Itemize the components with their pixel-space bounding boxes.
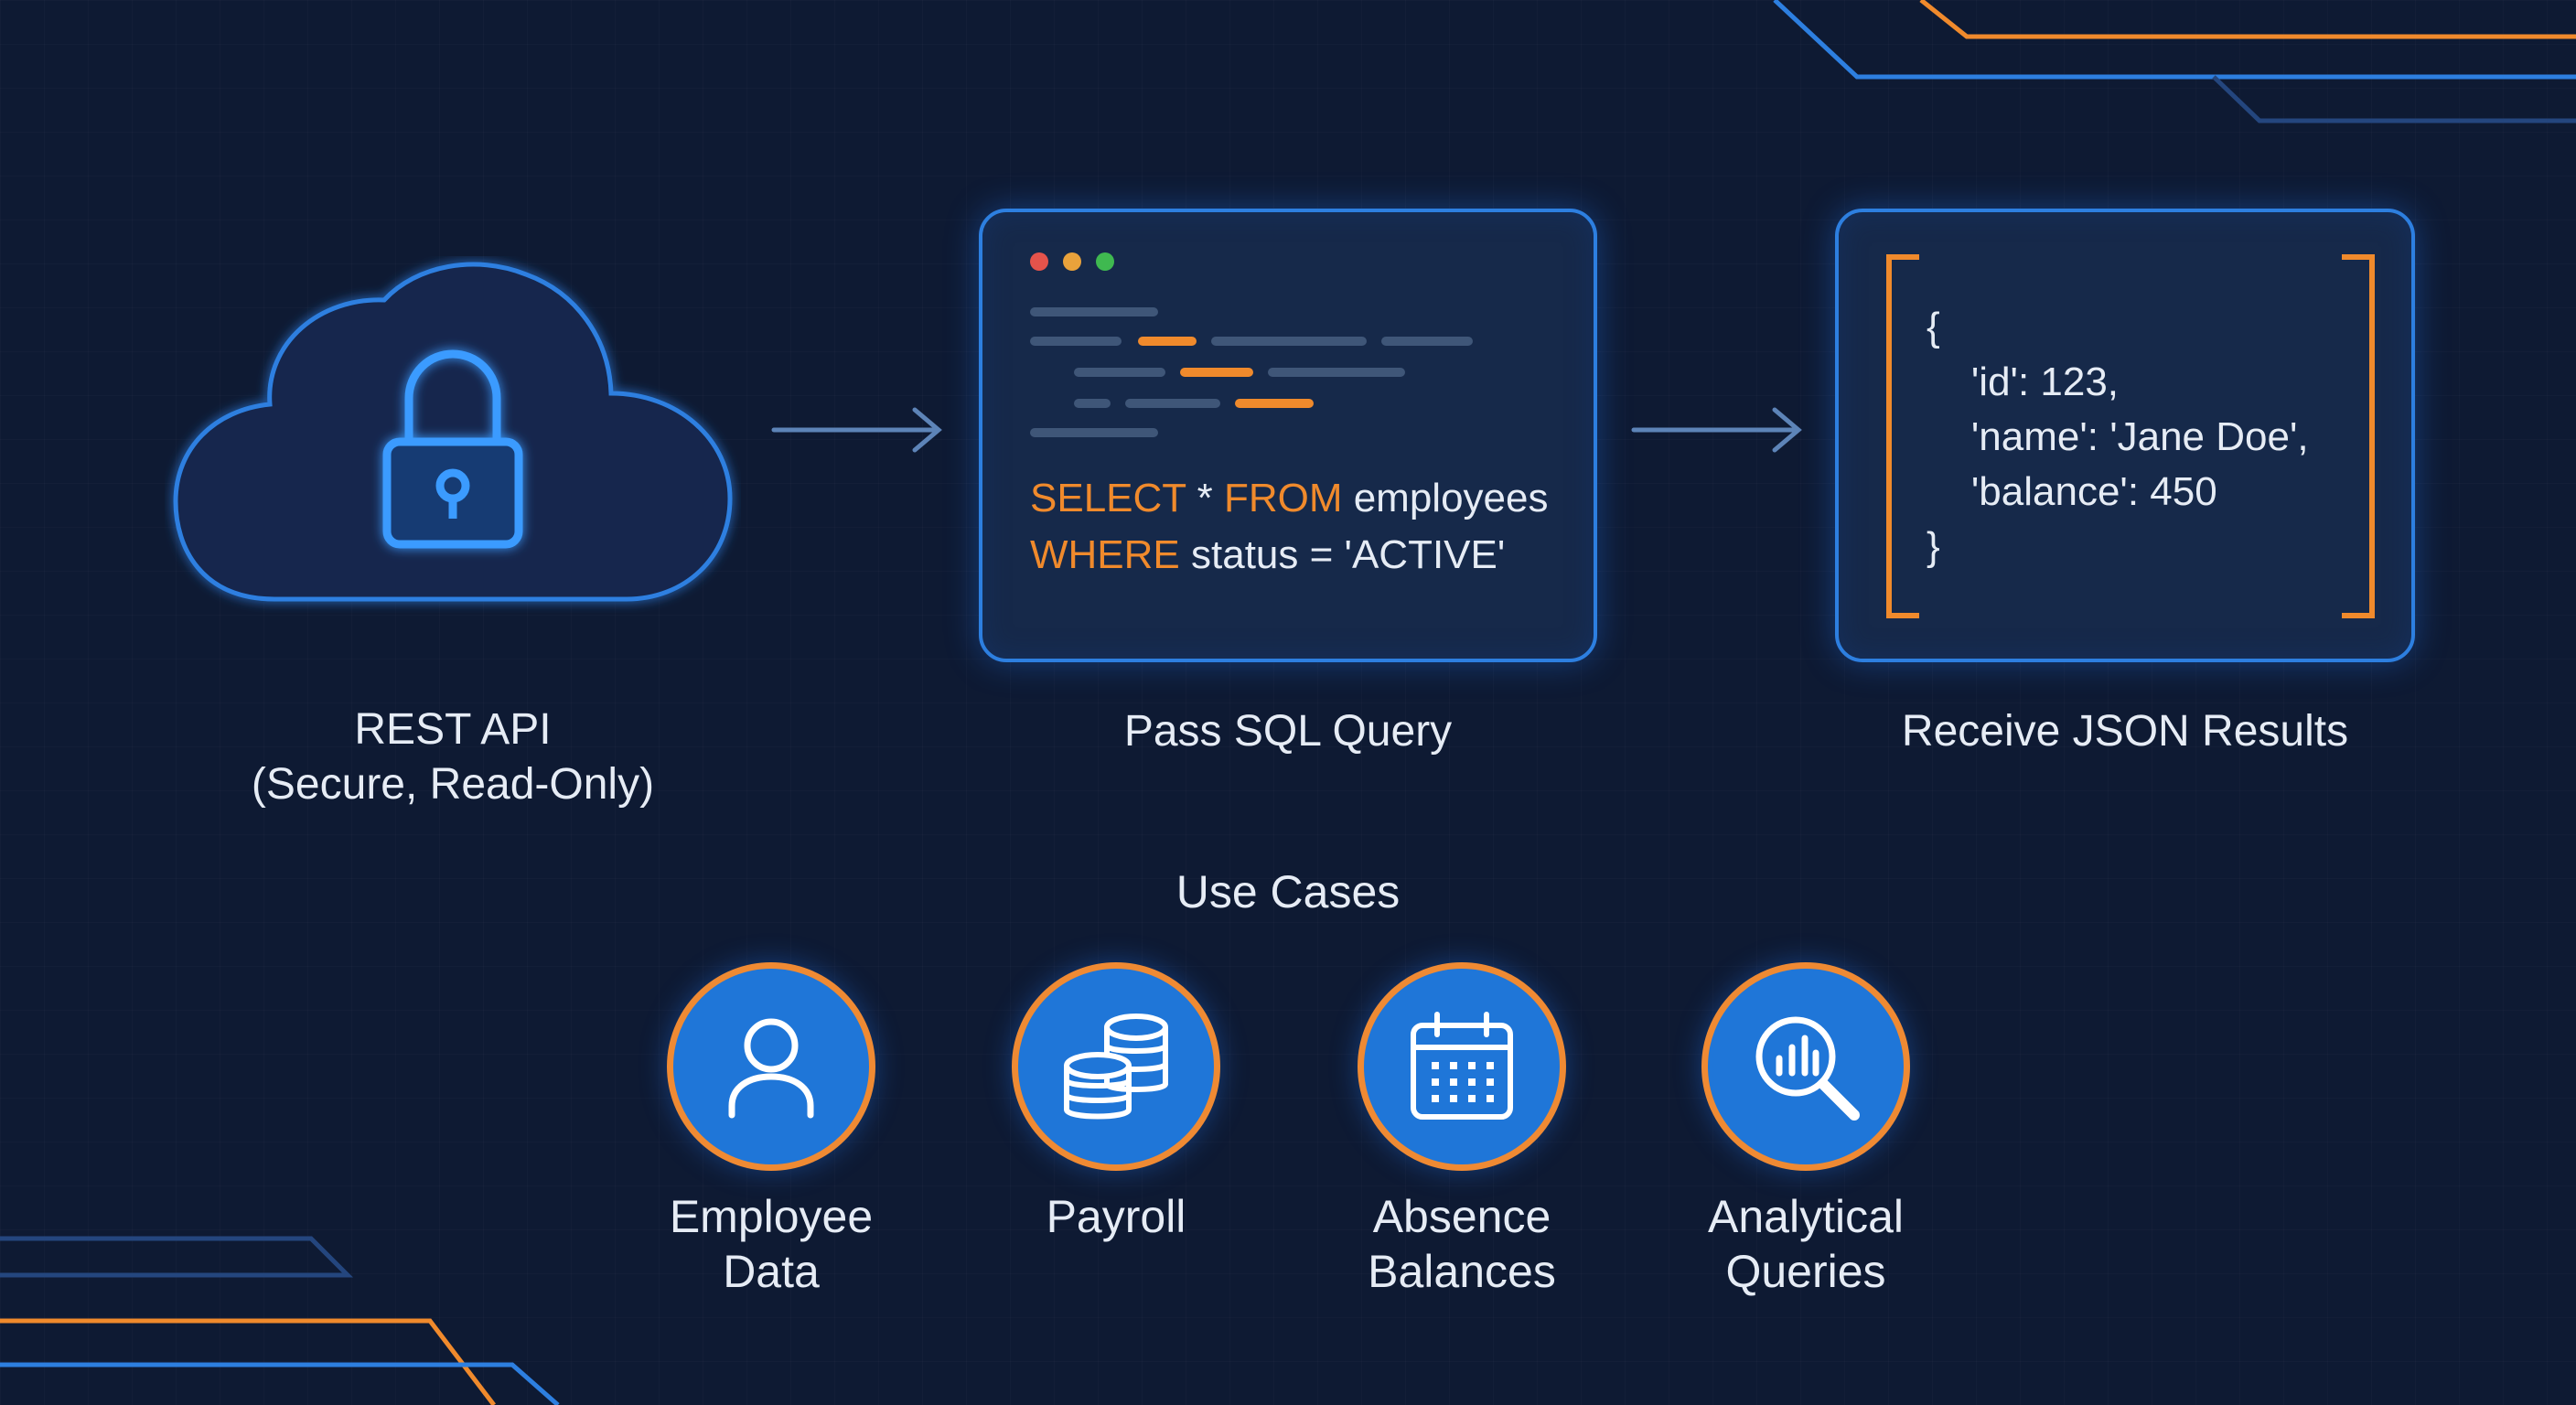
sql-keyword: WHERE xyxy=(1030,532,1180,577)
code-placeholder-line xyxy=(1074,368,1165,377)
top-right-blue-line xyxy=(1773,0,2576,80)
use-case-payroll: Payroll xyxy=(988,962,1244,1244)
right-bracket xyxy=(2342,254,2375,618)
json-result: { 'id': 123, 'name': 'Jane Doe', 'balanc… xyxy=(1927,305,2309,569)
rest-api-label: REST API xyxy=(354,705,552,754)
sql-line-2: WHERE status = 'ACTIVE' xyxy=(1030,527,1549,584)
code-placeholder-line xyxy=(1268,368,1405,377)
sql-text: status = 'ACTIVE' xyxy=(1179,532,1506,577)
sql-query: SELECT * FROM employees WHERE status = '… xyxy=(1030,470,1549,584)
cloud-lock-icon xyxy=(165,256,741,613)
code-placeholder-line xyxy=(1125,399,1220,408)
sql-text: employees xyxy=(1342,476,1549,520)
top-right-orange-line xyxy=(1919,0,2576,39)
code-placeholder-line xyxy=(1235,399,1314,408)
code-placeholder-line xyxy=(1180,368,1253,377)
code-window-icon: SELECT * FROM employees WHERE status = '… xyxy=(979,209,1597,662)
sql-text: * xyxy=(1186,476,1224,520)
use-case-circle xyxy=(1358,962,1566,1171)
use-case-analytical-queries: Analytical Queries xyxy=(1678,962,1934,1299)
sql-keyword: SELECT xyxy=(1030,476,1186,520)
code-placeholder-line xyxy=(1030,428,1158,437)
json-caption: Receive JSON Results xyxy=(1901,707,2349,756)
arrow-right-icon xyxy=(1631,407,1802,453)
use-case-employee-data: Employee Data xyxy=(643,962,899,1299)
use-case-circle xyxy=(667,962,875,1171)
use-case-circle xyxy=(1701,962,1910,1171)
code-placeholder-line xyxy=(1030,337,1122,346)
red-dot-icon xyxy=(1030,252,1048,271)
bottom-left-orange-line xyxy=(0,1318,496,1405)
use-case-label: Analytical Queries xyxy=(1708,1191,1904,1297)
use-case-label: Employee Data xyxy=(669,1191,874,1297)
user-icon xyxy=(728,1018,814,1119)
use-cases-title: Use Cases xyxy=(1175,866,1401,917)
sql-line-1: SELECT * FROM employees xyxy=(1030,470,1549,527)
code-placeholder-line xyxy=(1381,337,1473,346)
json-bracket-icon: { 'id': 123, 'name': 'Jane Doe', 'balanc… xyxy=(1835,209,2415,662)
green-dot-icon xyxy=(1096,252,1114,271)
use-case-label: Payroll xyxy=(1046,1191,1186,1242)
top-right-dark-line xyxy=(2212,75,2576,123)
bottom-left-blue-line xyxy=(0,1362,560,1405)
use-case-label: Absence Balances xyxy=(1368,1191,1556,1297)
arrow-right-icon xyxy=(771,407,942,453)
coins-stack-icon xyxy=(1064,1014,1168,1120)
use-case-absence-balances: Absence Balances xyxy=(1334,962,1590,1299)
code-placeholder-line xyxy=(1074,399,1111,408)
sql-keyword: FROM xyxy=(1223,476,1343,520)
code-placeholder-line xyxy=(1030,307,1158,316)
rest-api-caption: REST API (Secure, Read-Only) xyxy=(178,702,727,812)
rest-api-sublabel: (Secure, Read-Only) xyxy=(251,760,655,809)
yellow-dot-icon xyxy=(1063,252,1081,271)
code-placeholder-line xyxy=(1211,337,1367,346)
bottom-left-dark-line xyxy=(0,1236,354,1278)
magnifier-chart-icon xyxy=(1755,1016,1860,1121)
calendar-icon xyxy=(1411,1012,1513,1120)
sql-caption: Pass SQL Query xyxy=(1123,707,1453,756)
window-controls xyxy=(1030,252,1114,271)
left-bracket xyxy=(1886,254,1919,618)
code-placeholder-line xyxy=(1138,337,1197,346)
use-case-circle xyxy=(1012,962,1220,1171)
lock-icon xyxy=(382,349,523,549)
